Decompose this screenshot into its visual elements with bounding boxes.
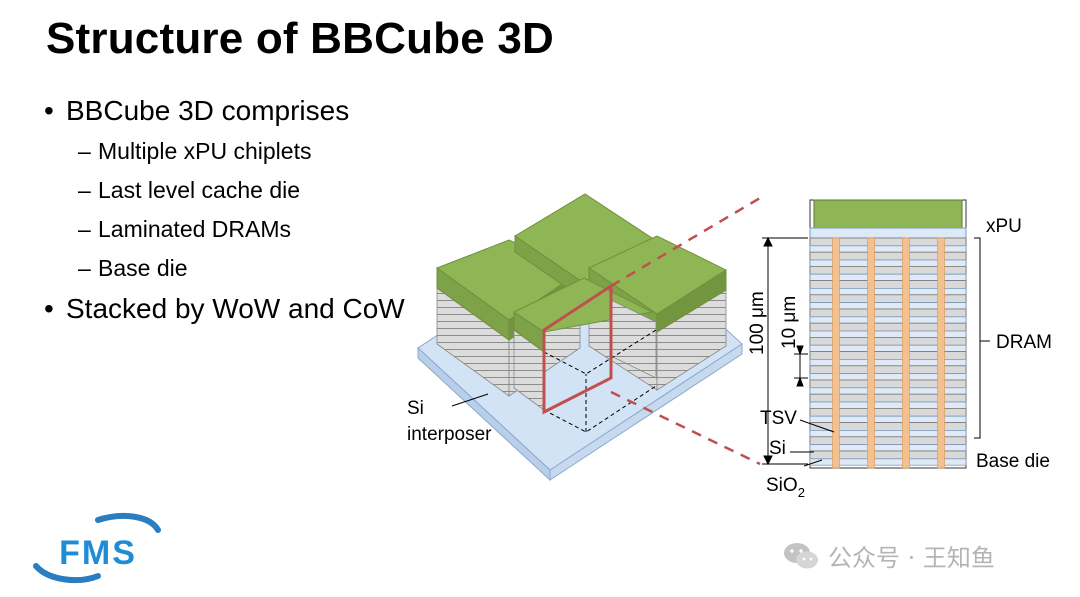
si-label: Si: [407, 398, 424, 419]
bullet-item: •BBCube 3D comprises: [44, 95, 350, 126]
dim-100-label: 100 μm: [747, 291, 768, 355]
sio2-label: SiO2: [766, 475, 805, 500]
interposer-label: interposer: [407, 424, 492, 445]
wechat-icon: [784, 542, 818, 568]
sub-bullet-text: Base die: [98, 255, 188, 281]
cross-section: [809, 199, 967, 469]
bullet-text: Stacked by WoW and CoW: [66, 293, 405, 324]
page-title: Structure of BBCube 3D: [46, 14, 554, 63]
cross-section-marker: [542, 196, 761, 466]
tsv-label: TSV: [760, 408, 797, 429]
dram-label: DRAM: [996, 332, 1052, 353]
sub-bullet-item: –Base die: [44, 249, 424, 288]
svg-text:FMS: FMS: [59, 534, 137, 572]
bullet-item: •Stacked by WoW and CoW: [44, 293, 405, 324]
sub-bullet-text: Laminated DRAMs: [98, 216, 292, 242]
watermark: 公众号 · 王知鱼: [782, 538, 995, 573]
tsv-column: [867, 237, 875, 469]
leader-lines: [790, 419, 835, 467]
sub-bullet-item: –Multiple xPU chiplets: [44, 132, 424, 171]
tsv-column: [937, 237, 945, 469]
watermark-text: 公众号 · 王知鱼: [828, 544, 995, 572]
sub-bullet-text: Multiple xPU chiplets: [98, 138, 312, 164]
si-base-label: Si: [769, 438, 786, 459]
sub-bullet-item: –Last level cache die: [44, 171, 424, 210]
tsv-column: [832, 237, 840, 469]
bullet-text: BBCube 3D comprises: [66, 95, 350, 126]
bond-layer: [809, 458, 967, 466]
tsv-column: [902, 237, 910, 469]
dimension-markers: [762, 236, 808, 466]
dim-10-label: 10 μm: [779, 296, 800, 349]
sub-bullet-text: Last level cache die: [98, 177, 301, 203]
bullet-list: •BBCube 3D comprises –Multiple xPU chipl…: [44, 94, 424, 326]
base-die-label: Base die: [976, 451, 1050, 472]
dram-layers: [809, 237, 967, 466]
fms-logo: FMS: [33, 512, 161, 584]
dram-bracket: [974, 237, 990, 439]
tsv-columns: [832, 237, 945, 469]
xpu-label: xPU: [986, 216, 1022, 237]
si-interposer-label: Si interposer: [407, 393, 492, 445]
sub-bullet-item: –Laminated DRAMs: [44, 210, 424, 249]
